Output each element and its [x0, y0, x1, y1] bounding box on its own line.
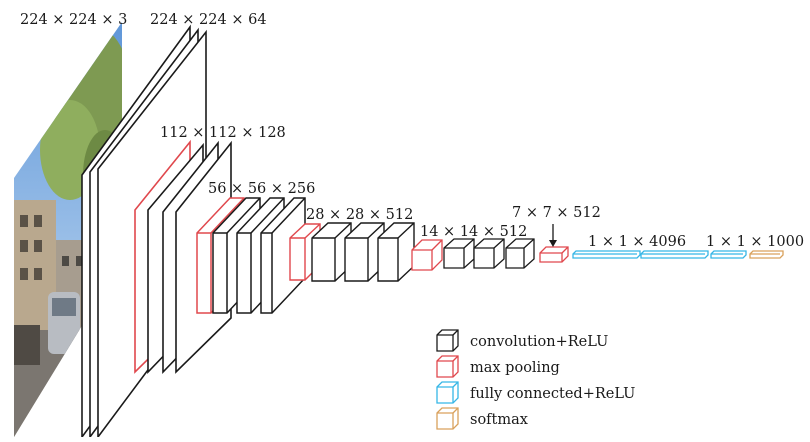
dim-label-conv1: 224 × 224 × 64	[150, 12, 267, 28]
legend-label-fully-connected: fully connected+ReLU	[470, 386, 635, 402]
legend-label-convolution: convolution+ReLU	[470, 334, 608, 350]
legend-item-fully-connected: fully connected+ReLU	[436, 381, 635, 404]
legend: convolution+ReLU max pooling fully conne…	[436, 329, 635, 430]
dim-label-conv3: 56 × 56 × 256	[208, 181, 315, 197]
dim-label-conv4: 28 × 28 × 512	[306, 207, 413, 223]
dim-label-input: 224 × 224 × 3	[20, 12, 127, 28]
pool5-arrowhead	[549, 240, 557, 247]
dim-label-conv5: 14 × 14 × 512	[420, 224, 527, 240]
pool5-box	[539, 246, 569, 263]
conv5-box-3	[505, 238, 535, 269]
legend-label-softmax: softmax	[470, 412, 528, 428]
dim-label-conv2: 112 × 112 × 128	[160, 125, 286, 141]
layer-pool5	[539, 224, 569, 263]
layer-fully-connected	[572, 250, 747, 259]
dim-label-softmax: 1 × 1 × 1000	[706, 234, 804, 250]
layer-block3	[196, 197, 306, 314]
legend-label-max-pooling: max pooling	[470, 360, 560, 376]
pool2-edge	[210, 197, 245, 234]
pool2-front	[197, 232, 212, 313]
legend-item-max-pooling: max pooling	[436, 355, 560, 378]
dim-label-pool5: 7 × 7 × 512	[512, 205, 601, 221]
dim-label-fc: 1 × 1 × 4096	[588, 234, 686, 250]
legend-item-softmax: softmax	[436, 407, 528, 430]
legend-item-convolution: convolution+ReLU	[436, 329, 608, 352]
layer-block4	[289, 222, 415, 282]
layer-block5	[411, 238, 535, 271]
layer-softmax	[749, 250, 784, 259]
